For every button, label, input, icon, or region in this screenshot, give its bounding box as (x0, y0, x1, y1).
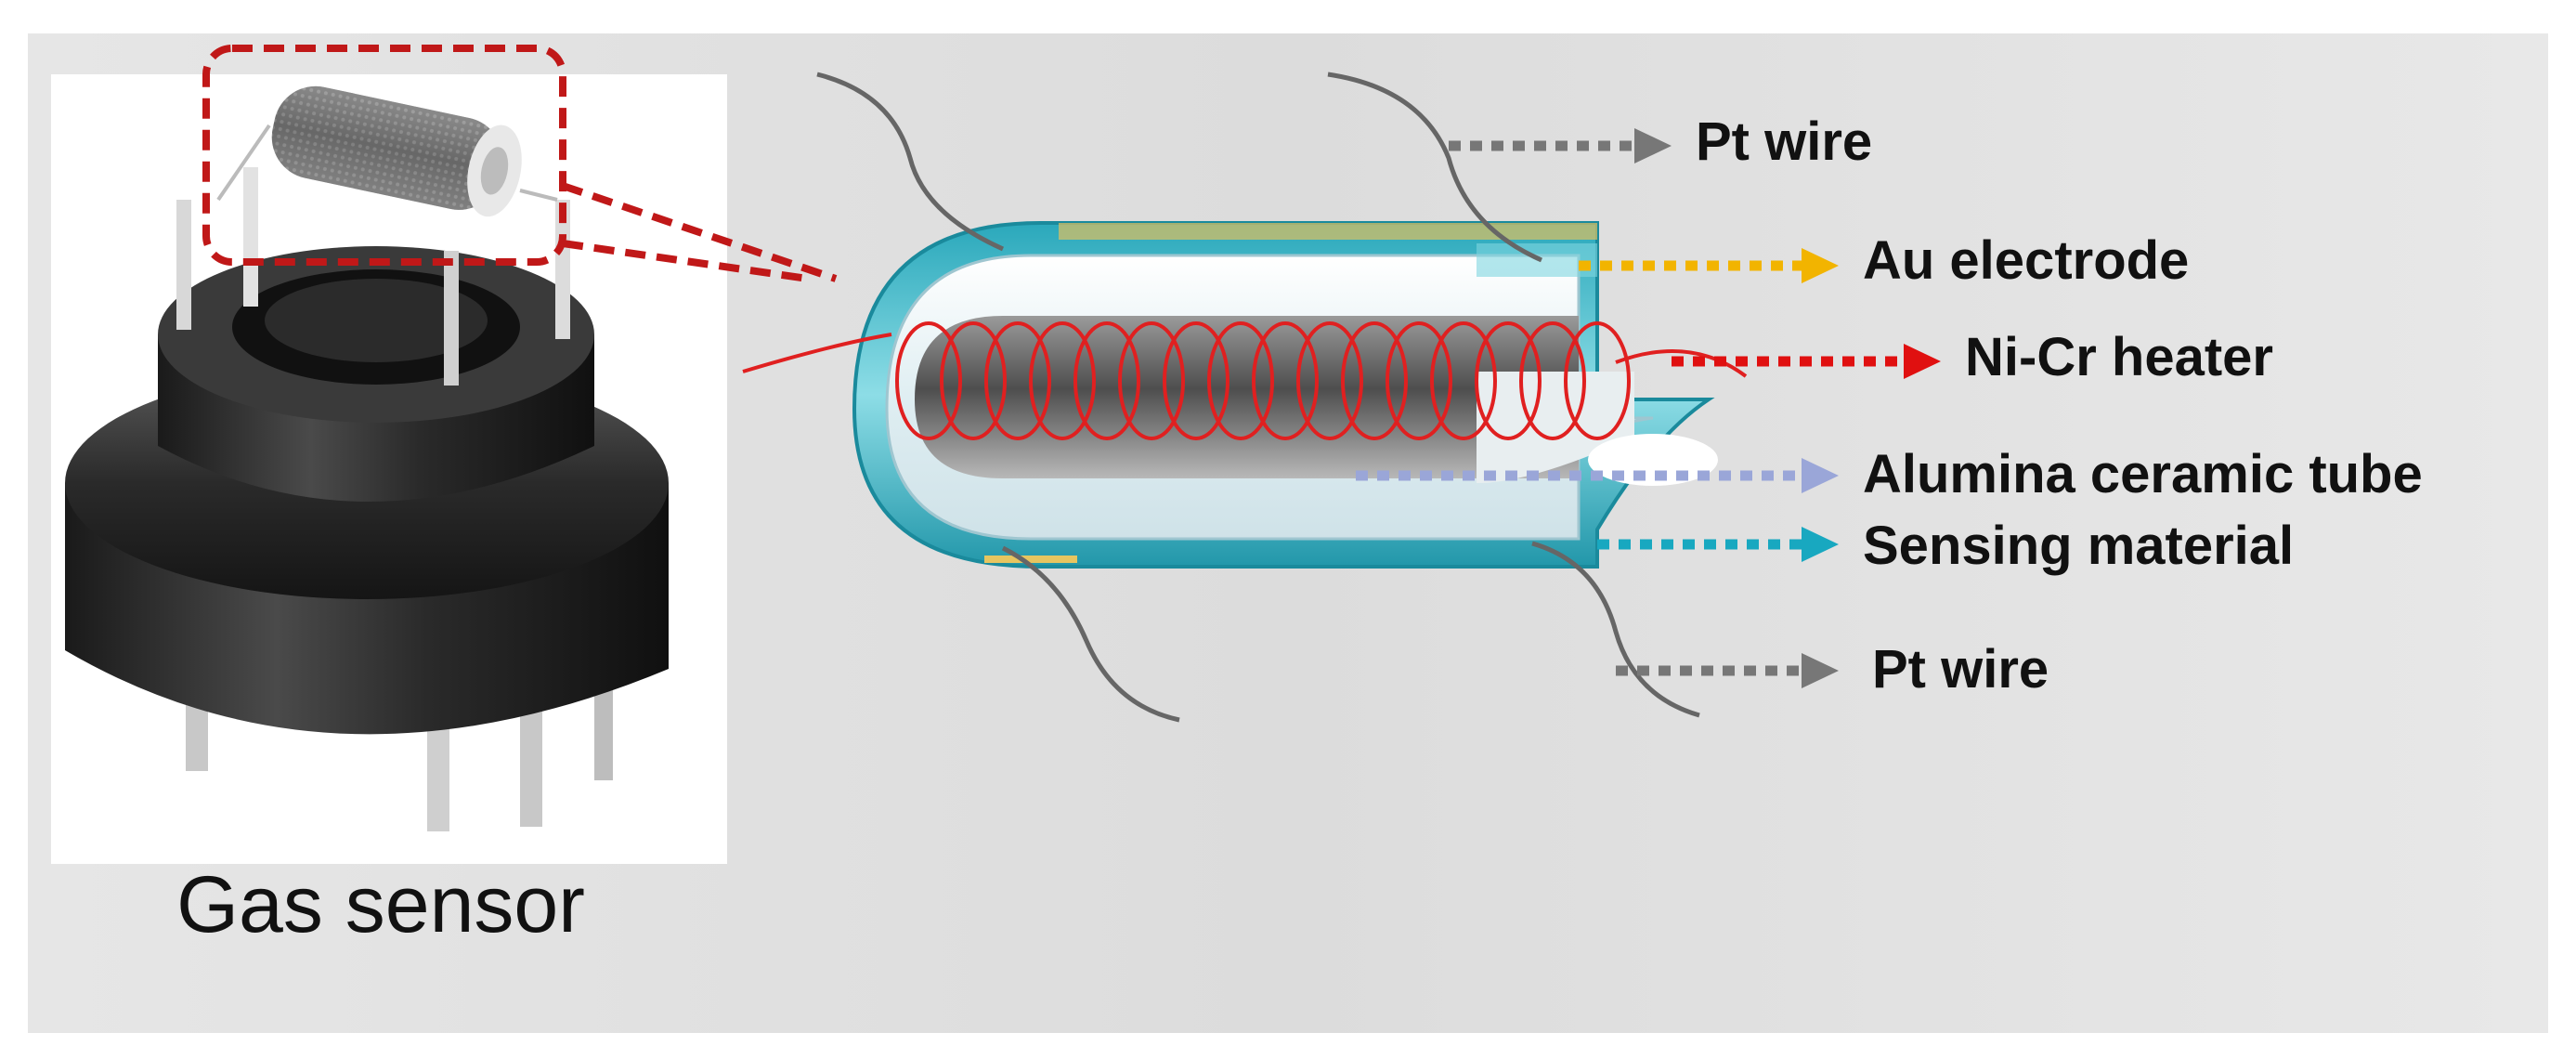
arrow-pt-wire-top (1449, 128, 1672, 163)
arrow-au-electrode (1579, 248, 1839, 283)
label-nicr-heater: Ni-Cr heater (1965, 327, 2273, 387)
arrow-nicr-heater (1672, 344, 1941, 379)
zoom-indicator (202, 45, 838, 282)
arrow-sensing (1597, 527, 1839, 562)
gas-sensor-photo (51, 74, 727, 864)
arrow-alumina (1356, 458, 1839, 493)
label-sensing-material: Sensing material (1863, 516, 2295, 576)
label-arrows (1356, 128, 1941, 688)
arrow-pt-wire-bottom (1616, 653, 1839, 688)
sensor-tube-cross-section (852, 221, 1718, 569)
label-pt-wire-bottom: Pt wire (1872, 639, 2049, 699)
label-au-electrode: Au electrode (1863, 230, 2190, 291)
label-pt-wire-top: Pt wire (1696, 111, 1873, 172)
photo-caption: Gas sensor (176, 860, 585, 949)
label-alumina-tube: Alumina ceramic tube (1863, 444, 2423, 504)
heater-coil (742, 321, 1748, 440)
pt-wires (816, 72, 1700, 723)
